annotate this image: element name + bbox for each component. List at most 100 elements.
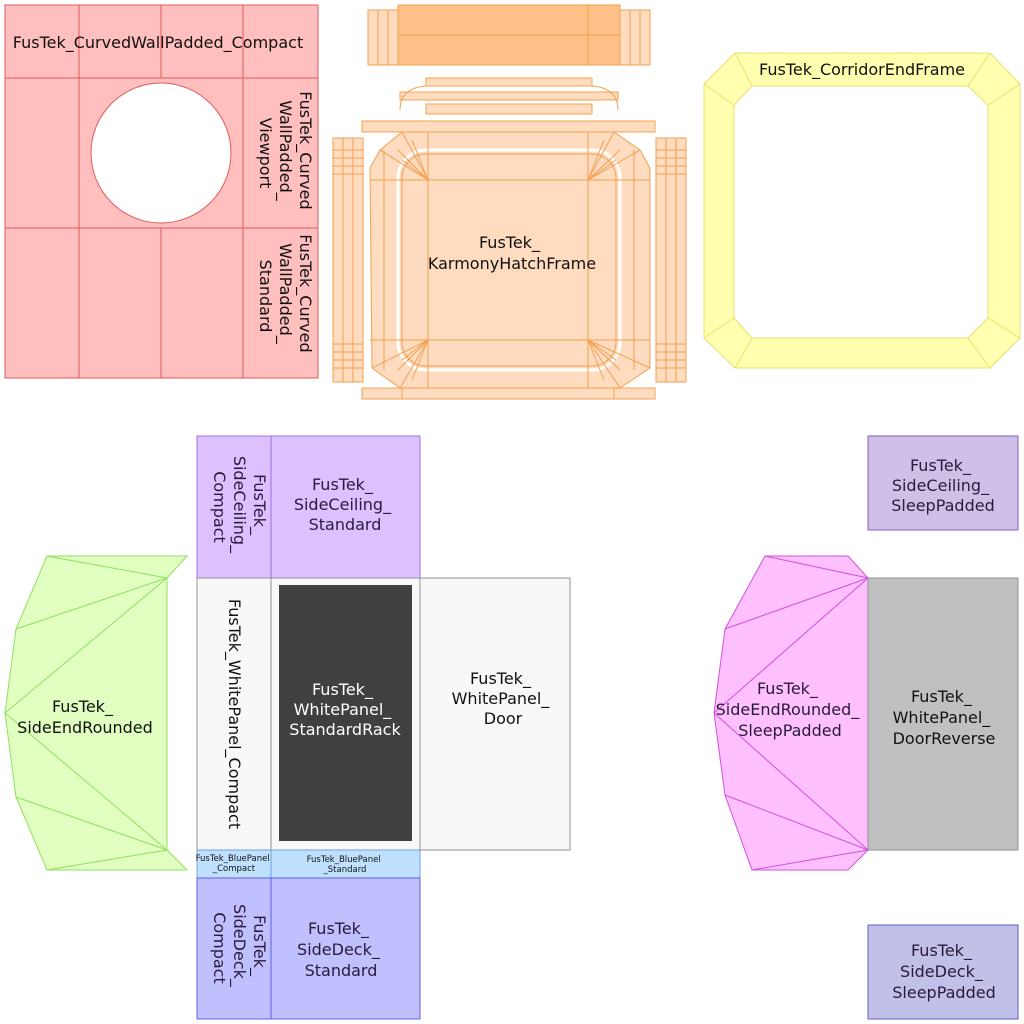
side-ceiling-sleep-padded-line-3: SleepPadded [891,496,995,515]
side-end-rounded-sleep-padded-fan-lines [713,555,869,871]
curved-wall-viewport-line-3: Viewport [256,118,275,189]
white-panel-door-reverse-region [867,577,1019,851]
side-deck-compact-line-3: Compact [210,912,229,984]
side-ceiling-island [196,435,421,579]
white-panel-door-reverse-line-2: WhitePanel_ [893,708,992,728]
blue-panel-compact-line-1: FusTek_BluePanel [196,854,270,864]
side-deck-sleep-padded-line-1: FusTek_ [911,941,973,961]
curved-wall-viewport-line-1: FusTek_Curved [295,91,315,209]
side-ceiling-compact-line-3: Compact [210,471,229,543]
hatch-frame-grid [370,132,650,388]
side-end-rounded-sleep-padded-line-1: FusTek_ [757,679,819,699]
blue-panel-island [196,849,421,879]
standard-rack-dark-block [279,585,412,841]
side-ceiling-standard-region [270,435,421,579]
side-ceiling-standard-line-1: FusTek_ [312,475,374,495]
side-deck-sleep-padded-line-2: SideDeck_ [900,962,984,982]
side-ceiling-standard-line-2: SideCeiling_ [294,495,392,515]
side-ceiling-sleep-padded-line-1: FusTek_ [910,456,972,476]
curved-wall-viewport-line-2: WallPadded_ [275,100,295,202]
corridor-end-frame-corner-lines [703,52,1021,369]
side-end-rounded-fan-lines [4,555,168,871]
blue-panel-standard-line-1: FusTek_BluePanel [307,855,381,865]
white-panel-door-region [419,577,571,851]
white-panel-door-reverse-label: FusTek_ WhitePanel_ DoorReverse [893,687,996,748]
curved-wall-standard-line-1: FusTek_Curved [295,234,315,352]
curved-wall-standard-label: FusTek_Curved WallPadded_ Standard [256,234,315,357]
side-deck-sleep-padded-label: FusTek_ SideDeck_ SleepPadded [892,941,996,1002]
side-end-rounded-sleep-padded-label: FusTek_ SideEndRounded_ SleepPadded [716,679,865,740]
side-ceiling-sleep-padded-label: FusTek_ SideCeiling_ SleepPadded [891,456,995,515]
karmony-hatch-frame-island [332,4,687,400]
side-deck-standard-label: FusTek_ SideDeck_ Standard [297,919,385,980]
side-end-rounded-line-1: FusTek_ [52,697,114,717]
side-end-rounded-label: FusTek_ SideEndRounded [17,697,153,737]
white-panel-door-line-2: WhitePanel_ [452,689,551,709]
white-panel-door-line-1: FusTek_ [470,669,532,689]
curved-wall-standard-line-2: WallPadded_ [275,243,295,345]
hatch-frame-inner-outline [401,153,617,367]
curved-wall-grid-lines [78,5,244,378]
side-ceiling-sleep-padded-region [867,435,1019,531]
white-panel-standard-rack-line-2: WhitePanel_ [294,700,393,720]
side-ceiling-compact-region [196,435,272,579]
side-end-rounded-shape [4,555,189,871]
side-ceiling-standard-label: FusTek_ SideCeiling_ Standard [294,475,396,534]
hatch-left-strip [332,137,364,383]
white-panel-door-reverse-line-3: DoorReverse [893,729,996,748]
white-panel-standard-rack-label: FusTek_ WhitePanel_ StandardRack [289,680,401,739]
hatch-top-strip-lines [377,5,641,65]
karmony-hatch-frame-line-2: KarmonyHatchFrame [428,254,596,273]
side-end-rounded-sleep-padded-island [713,555,869,871]
white-panel-standard-rack-line-3: StandardRack [289,720,401,739]
hatch-bar-1 [425,77,593,87]
hatch-arc-left [399,85,427,111]
hatch-arc-right [591,85,619,111]
white-panel-compact-region [196,577,272,851]
side-deck-sleep-padded-region [867,924,1019,1020]
hatch-right-strip-lines [656,138,686,382]
curved-wall-viewport-label: FusTek_Curved WallPadded_ Viewport [256,91,315,214]
curved-wall-standard-line-3: Standard [256,260,275,333]
side-end-rounded-sleep-padded-line-2: SideEndRounded_ [716,700,861,720]
corridor-end-frame-island [703,52,1021,369]
viewport-hole [90,82,232,224]
blue-panel-standard-label: FusTek_BluePanel _Standard [307,855,384,875]
hatch-wide-top-bar [361,120,656,133]
side-ceiling-compact-line-2: SideCeiling_ [229,456,249,554]
white-panel-standard-rack-line-1: FusTek_ [312,680,374,700]
side-ceiling-sleep-padded-line-2: SideCeiling_ [892,476,990,496]
side-deck-standard-line-3: Standard [305,961,378,980]
side-deck-island [196,877,421,1020]
side-end-rounded-sleep-padded-line-3: SleepPadded [738,721,842,740]
side-end-rounded-sleep-padded-shape [713,555,869,871]
hatch-corner-fans [371,131,651,389]
side-deck-compact-label: FusTek_ SideDeck_ Compact [210,904,269,992]
blue-panel-compact-label: FusTek_BluePanel _Compact [196,854,273,874]
side-ceiling-compact-line-1: FusTek_ [249,474,269,536]
side-deck-standard-region [270,877,421,1020]
hatch-left-strip-lines [333,138,363,382]
white-panel-door-line-3: Door [484,709,523,728]
blue-panel-standard-region [270,849,421,879]
hatch-frame-inner [396,148,622,372]
curved-wall-padded-island: FusTek_CurvedWallPadded_Compact FusTek_C… [4,4,319,379]
side-deck-sleep-padded-line-3: SleepPadded [892,983,996,1002]
hatch-bar-2 [399,91,619,101]
hatch-bar-3 [425,103,593,115]
side-deck-compact-line-2: SideDeck_ [229,904,249,988]
side-end-rounded-island [4,555,189,871]
white-panel-door-reverse-line-1: FusTek_ [911,687,973,707]
curved-wall-compact-label: FusTek_CurvedWallPadded_Compact [13,33,303,53]
blue-panel-standard-line-2: _Standard [323,865,367,875]
side-ceiling-standard-line-3: Standard [309,515,382,534]
blue-panel-compact-line-2: _Compact [212,864,256,874]
side-end-rounded-line-2: SideEndRounded [17,718,153,737]
side-deck-standard-line-1: FusTek_ [308,919,370,939]
white-panel-compact-label: FusTek_WhitePanel_Compact [224,599,244,829]
corridor-end-frame-label: FusTek_CorridorEndFrame [759,60,965,80]
karmony-hatch-frame-line-1: FusTek_ [479,233,541,253]
side-ceiling-compact-label: FusTek_ SideCeiling_ Compact [210,456,269,558]
hatch-bottom-bar [361,387,656,400]
side-deck-standard-line-2: SideDeck_ [297,940,381,960]
